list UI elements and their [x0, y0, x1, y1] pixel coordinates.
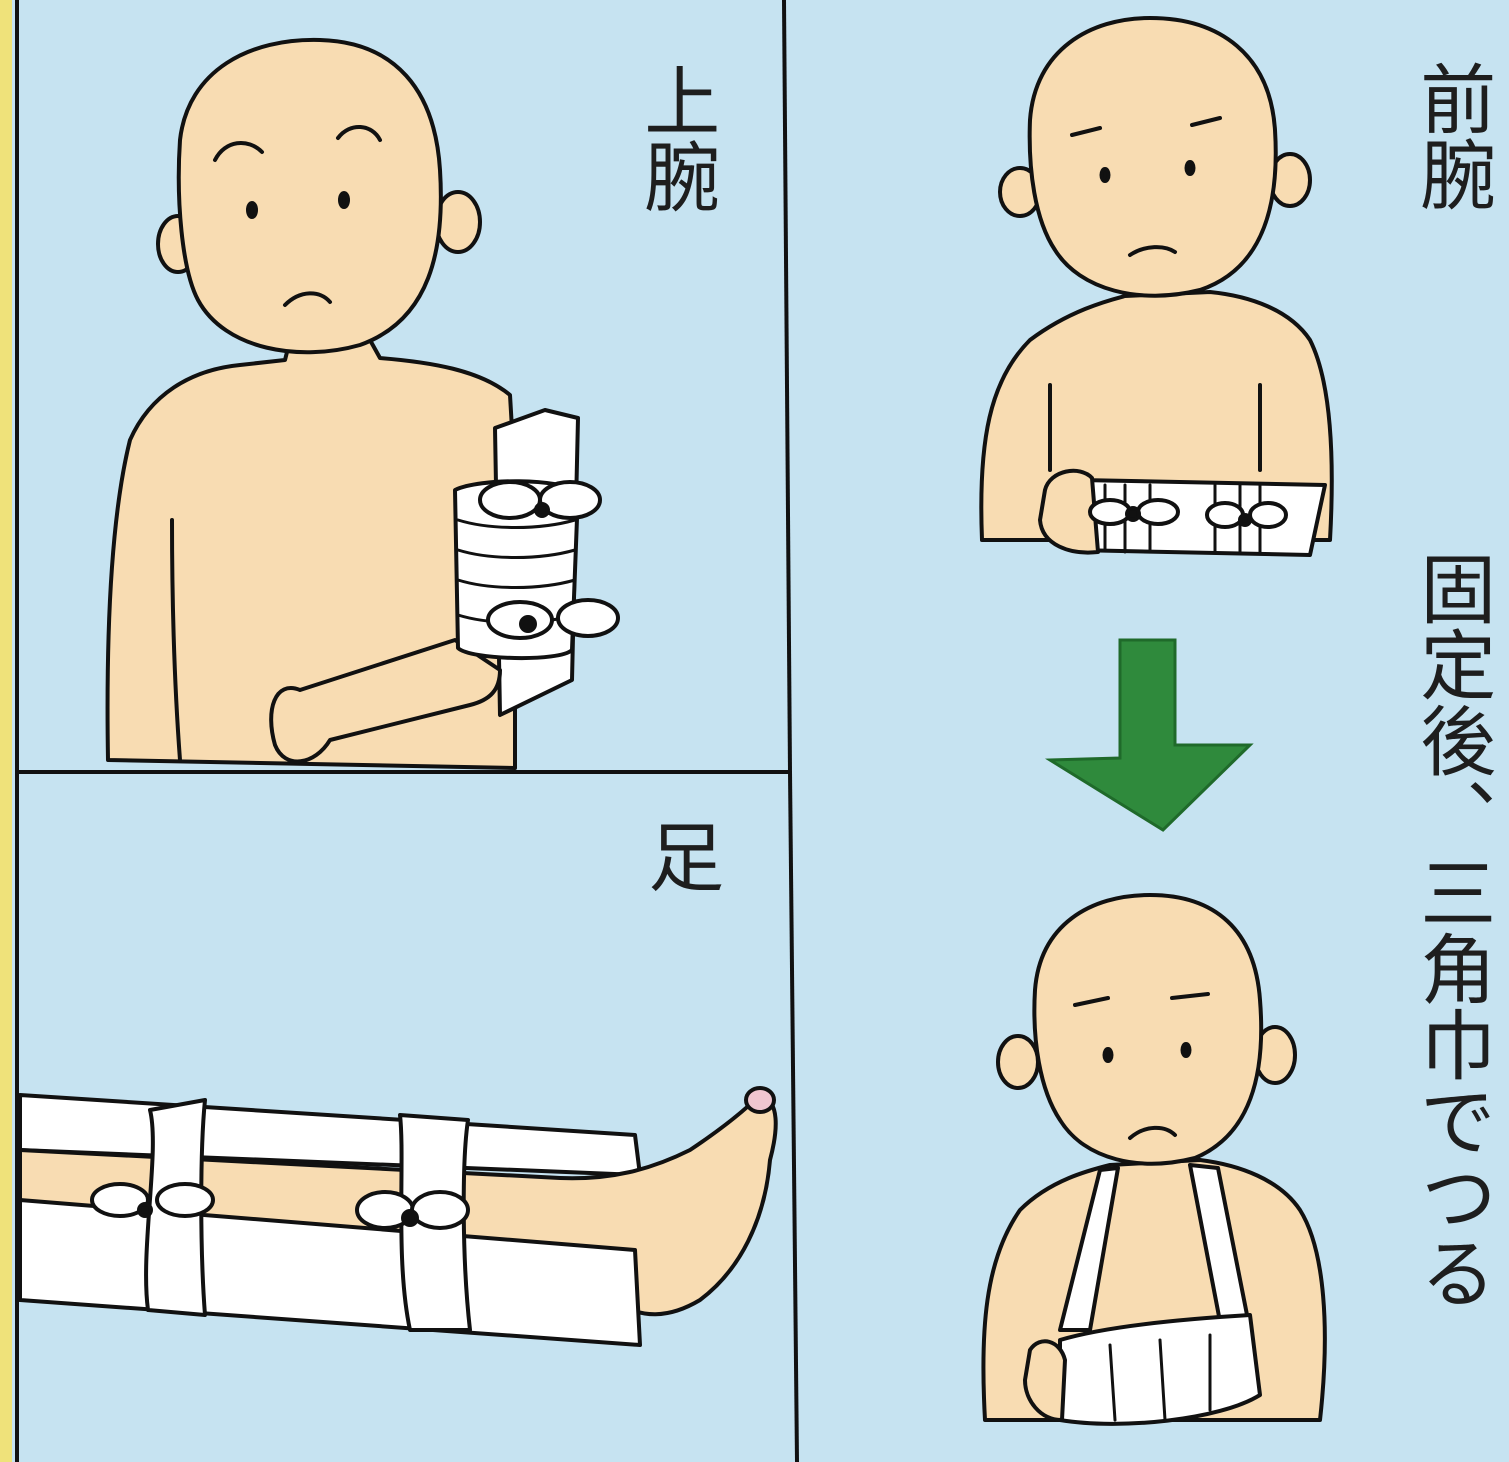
vertical-divider-lower	[788, 771, 799, 1462]
knot-right	[355, 1190, 470, 1230]
mouth	[283, 291, 332, 307]
knot-upper	[478, 480, 602, 520]
label-forearm: 前腕	[1407, 60, 1497, 212]
vertical-divider-upper	[782, 0, 792, 773]
label-upper-arm: 上腕	[631, 62, 721, 214]
label-sling-instruction: 固定後、三角巾でつる	[1407, 550, 1497, 1310]
sling-hand	[1023, 1339, 1067, 1422]
fore-knot-left	[1088, 498, 1180, 526]
label-leg: 足	[635, 818, 725, 894]
toenail	[744, 1086, 776, 1114]
left-eye	[246, 201, 258, 219]
down-arrow	[1044, 638, 1254, 832]
left-strip	[0, 0, 12, 1462]
left-arm-line	[170, 518, 182, 762]
sling-left-ear	[996, 1034, 1040, 1090]
head	[176, 37, 443, 355]
fore-hand	[1038, 468, 1100, 555]
leg-figure	[18, 1086, 778, 1347]
left-eyebrow	[213, 140, 264, 162]
right-eye	[338, 191, 350, 209]
fore-knot-right	[1205, 501, 1288, 529]
sling-figure	[981, 893, 1327, 1426]
knot-left	[90, 1182, 215, 1218]
knot-lower	[486, 598, 620, 640]
fore-head	[1027, 16, 1278, 298]
right-eyebrow	[336, 125, 382, 142]
sling-head	[1032, 893, 1264, 1166]
upper-arm-figure	[105, 37, 620, 770]
sling-body	[1058, 1313, 1262, 1426]
sling-strap-left	[1058, 1166, 1120, 1332]
forearm-figure	[979, 16, 1334, 557]
forearm	[269, 638, 502, 764]
